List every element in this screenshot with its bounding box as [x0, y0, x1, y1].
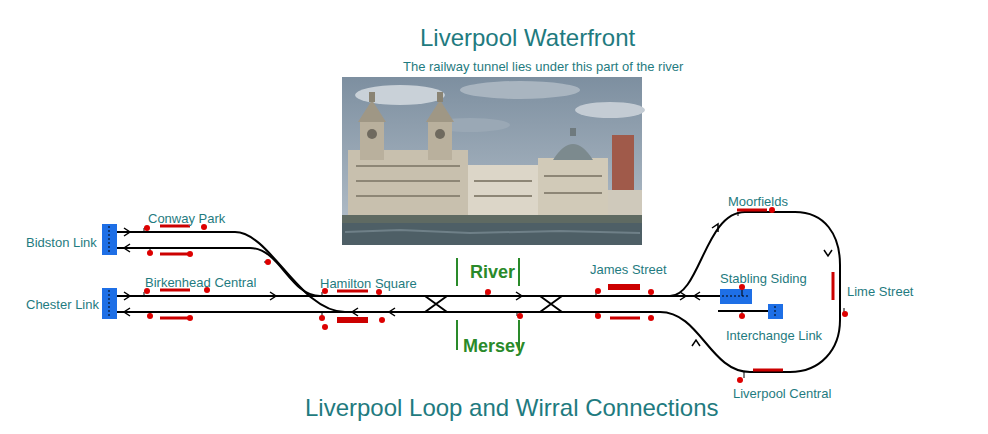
signal-light-part [842, 311, 848, 317]
waterfront-photo-part-part [474, 195, 532, 197]
signal-light-part [319, 315, 325, 321]
station-label: Lime Street [847, 284, 913, 300]
diagram-caption: Liverpool Loop and Wirral Connections [305, 394, 719, 422]
waterfront-photo-part [342, 77, 642, 245]
diagram-title: Liverpool Waterfront [420, 24, 635, 52]
signal-light-part [265, 259, 271, 265]
waterfront-photo-part [460, 81, 580, 99]
waterfront-photo-part [360, 120, 384, 160]
signal-light-part [517, 313, 523, 319]
signal-light-part [187, 251, 193, 257]
platform-bar [160, 210, 833, 370]
railway-track [117, 212, 840, 372]
waterfront-photo-part-part [356, 180, 460, 182]
platform-bar-part [337, 317, 368, 323]
link-label: Chester Link [26, 297, 99, 313]
signal-light-part [595, 288, 601, 294]
signal-post-part [144, 212, 844, 378]
direction-arrow-part [389, 308, 395, 316]
waterfront-photo-part-part [356, 165, 460, 167]
waterfront-photo-part [342, 223, 642, 245]
waterfront-photo-part-part [356, 195, 460, 197]
link-buffer [102, 224, 783, 319]
signal-light-part [147, 250, 153, 256]
signal-light-part [485, 289, 491, 295]
waterfront-photo-part [358, 100, 386, 122]
signal-light-part [595, 313, 601, 319]
direction-arrow-part [692, 340, 700, 346]
link-label: Bidston Link [26, 235, 97, 251]
waterfront-photo-part [612, 135, 634, 195]
railway-track-part [117, 232, 345, 312]
direction-arrow-part [824, 250, 832, 256]
direction-arrow-part [680, 292, 686, 300]
signal-light-part [379, 317, 385, 323]
direction-arrow-part [712, 224, 718, 232]
railway-track-part [540, 296, 562, 312]
link-label: Interchange Link [726, 328, 822, 344]
direction-arrow-part [124, 244, 130, 252]
link-buffer-part [109, 226, 775, 317]
waterfront-photo-part [348, 150, 468, 220]
waterfront-photo-part [575, 102, 645, 118]
waterfront-photo-part [356, 165, 602, 197]
direction-arrow-part [124, 228, 130, 236]
river-label: River [470, 261, 515, 283]
waterfront-photo-part-part [544, 175, 602, 177]
subtitle-note: The railway tunnel lies under this part … [403, 59, 683, 75]
direction-arrow [124, 224, 832, 346]
direction-arrow-part [352, 308, 358, 316]
waterfront-photo-part [437, 92, 443, 102]
platform-bar-part [608, 284, 640, 290]
platform-bar-part [160, 226, 190, 318]
railway-track-part [718, 310, 768, 312]
station-label: Liverpool Central [733, 386, 831, 402]
direction-arrow-part [694, 292, 700, 300]
waterfront-photo-part [435, 129, 445, 139]
signal-post [144, 212, 844, 378]
waterfront-photo-part [342, 215, 642, 223]
waterfront-photo-part [428, 120, 452, 160]
direction-arrow-part [516, 292, 522, 300]
waterfront-photo-part [426, 100, 454, 122]
signal-light-part [737, 377, 743, 383]
signal-light-part [648, 289, 654, 295]
signal-light-part [739, 313, 745, 319]
waterfront-photo-part [553, 144, 593, 160]
waterfront-photo-part [355, 85, 445, 105]
siding-label: Stabling Siding [720, 271, 807, 287]
signal-light [144, 207, 848, 383]
waterfront-photo-part [367, 129, 377, 139]
waterfront-photo [342, 77, 645, 245]
railway-track-part [660, 212, 840, 372]
station-label: Birkenhead Central [145, 275, 256, 291]
direction-arrow-part [124, 292, 130, 300]
station-label: Conway Park [148, 211, 225, 227]
direction-arrow-part [124, 308, 130, 316]
signal-light-part [147, 313, 153, 319]
signal-light-part [648, 315, 654, 321]
waterfront-photo-part [538, 158, 608, 220]
river-label: Mersey [463, 335, 525, 357]
signal-light-part [322, 324, 328, 330]
station-label: James Street [590, 262, 667, 278]
railway-track-part [425, 296, 447, 312]
station-label: Moorfields [728, 194, 788, 210]
signal-light-part [187, 315, 193, 321]
station-label: Hamilton Square [320, 276, 417, 292]
waterfront-photo-part [570, 128, 576, 136]
direction-arrow-part [270, 292, 276, 300]
waterfront-photo-part [468, 165, 538, 220]
waterfront-photo-part-part [544, 192, 602, 194]
railway-track-part [117, 295, 720, 297]
waterfront-photo-part-part [474, 180, 532, 182]
platform-bar-part [832, 272, 835, 300]
railway-track-part [117, 248, 320, 296]
waterfront-photo-part [369, 92, 375, 102]
waterfront-photo-part [345, 230, 640, 233]
